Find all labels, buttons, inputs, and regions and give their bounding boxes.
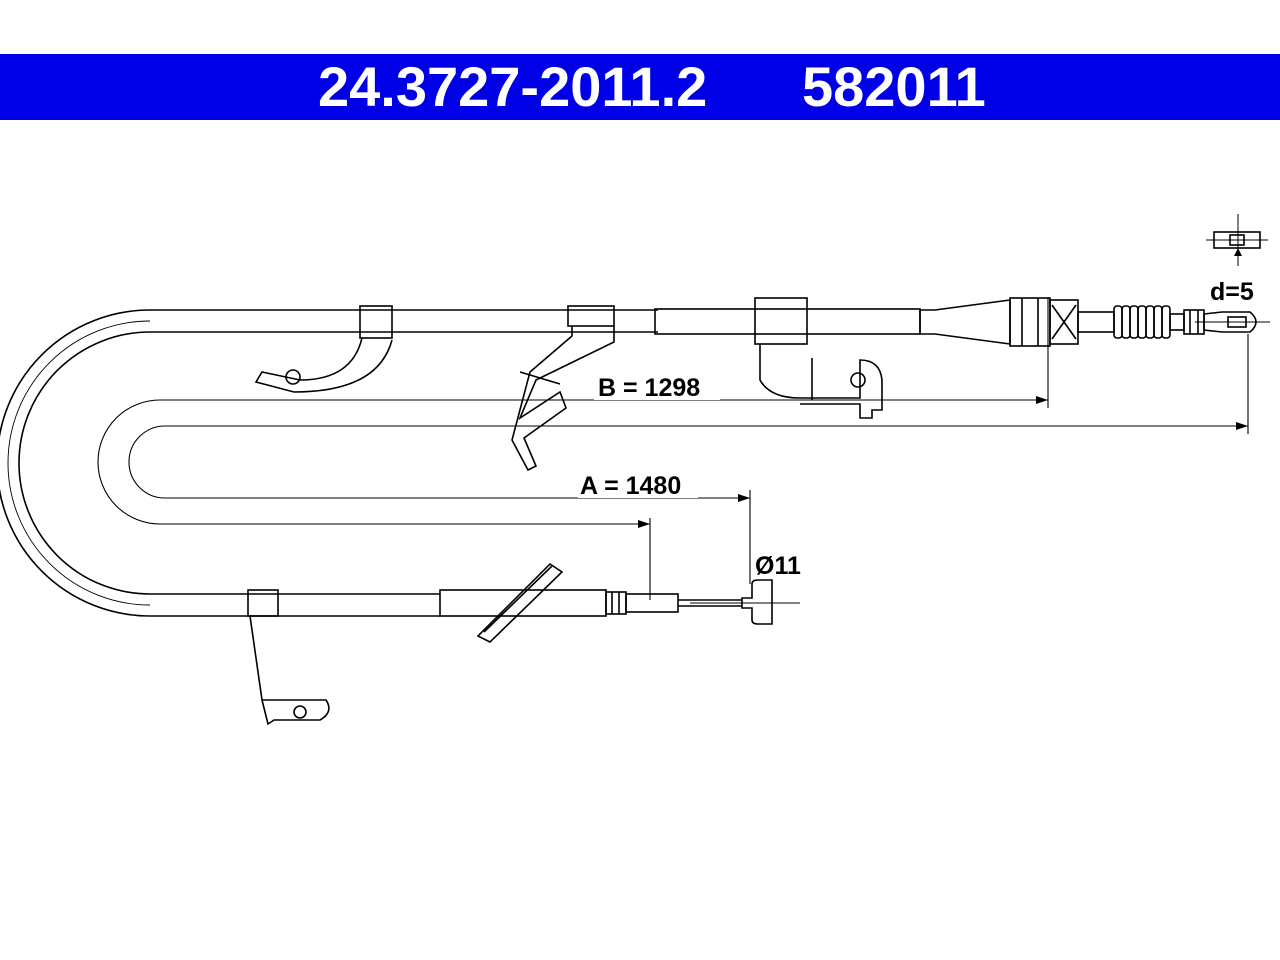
arrow-a-overall — [738, 494, 750, 502]
lower-ferrule — [605, 591, 627, 615]
upper-bracket-arm — [759, 344, 883, 419]
dimension-a-label: A = 1480 — [580, 472, 681, 500]
lower-inner-wire — [678, 599, 742, 607]
arrow-b — [1036, 396, 1048, 404]
upper-left-bracket — [254, 337, 393, 393]
end-sleeve — [1169, 313, 1185, 331]
lower-angled-tab-inner — [483, 565, 553, 633]
diameter-label: Ø11 — [755, 552, 801, 580]
arrow-b-overall — [1236, 422, 1248, 430]
middle-bracket — [511, 326, 615, 472]
detail-view-axis — [1206, 214, 1268, 266]
dimension-b-label: B = 1298 — [598, 374, 700, 402]
return-spring — [1113, 305, 1171, 339]
lower-ferrule-lines — [611, 592, 620, 614]
upper-left-clip — [359, 305, 393, 339]
title-banner: 24.3727-2011.2 582011 — [0, 54, 1280, 120]
middle-clip — [567, 305, 615, 327]
taper-ferrule — [919, 299, 1011, 345]
eye-end-fitting — [1203, 311, 1257, 333]
detail-view-slot — [1229, 234, 1245, 246]
lower-end-nipple — [741, 579, 773, 625]
arrow-d — [1234, 248, 1242, 256]
hex-nut-1-lines — [1021, 298, 1039, 346]
upper-bracket-clip — [754, 297, 808, 345]
threaded-sleeve — [1077, 311, 1115, 333]
reference-number: 582011 — [802, 55, 986, 118]
cable-center-line — [7, 320, 151, 606]
lower-bracket — [249, 615, 330, 726]
lower-clip — [247, 589, 279, 617]
upper-sheath-end — [654, 308, 921, 335]
upper-left-bracket-hole — [285, 369, 301, 385]
upper-bracket-hole — [850, 372, 866, 388]
dimension-b-guide — [97, 399, 1048, 525]
hex-nut-1 — [1009, 297, 1051, 347]
dimension-a-guide — [128, 425, 1248, 499]
part-number: 24.3727-2011.2 — [318, 55, 708, 118]
middle-bracket-detail — [519, 371, 561, 385]
lower-bracket-hole — [293, 705, 307, 719]
lower-crimp — [625, 593, 679, 613]
lower-angled-tab — [476, 562, 564, 643]
hex-nut-2-cross — [1051, 304, 1077, 340]
cable-outer-outline — [0, 309, 658, 617]
cable-inner-outline — [18, 331, 658, 595]
d-label: d=5 — [1210, 278, 1254, 306]
arrow-a — [638, 520, 650, 528]
